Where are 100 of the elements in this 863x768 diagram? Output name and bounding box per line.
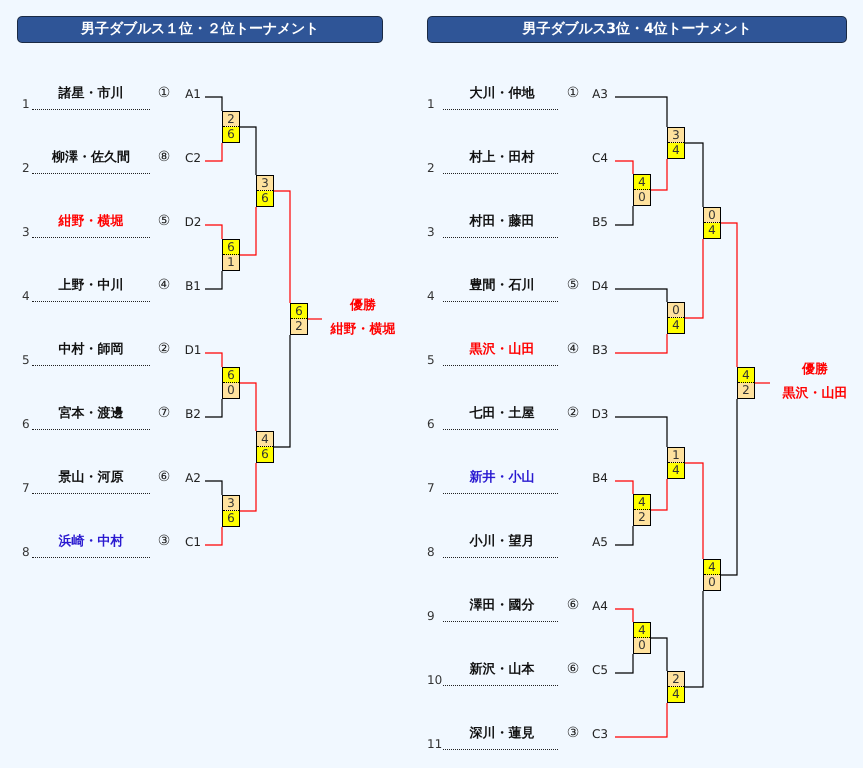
score-cell: 6 xyxy=(223,511,239,526)
seed-number: ④ xyxy=(156,277,172,293)
row-number: 5 xyxy=(427,353,435,367)
bracket-line xyxy=(615,288,668,302)
player-name: 七田・土屋 xyxy=(468,406,536,422)
row-number: 3 xyxy=(427,225,435,239)
player-name: 村田・藤田 xyxy=(468,214,536,230)
draw-code: D3 xyxy=(590,406,610,422)
champion-label: 優勝 xyxy=(800,361,829,379)
bracket-line xyxy=(755,382,770,384)
title-banner: 男子ダブルス3位・4位トーナメント xyxy=(427,16,847,43)
score-cell: 4 xyxy=(668,143,684,158)
bracket-line xyxy=(240,126,257,175)
bracket-line xyxy=(615,703,668,738)
score-box xyxy=(667,302,685,334)
player-name: 紺野・横堀 xyxy=(57,214,124,230)
bracket-line xyxy=(205,480,223,495)
score-cell: 4 xyxy=(257,432,273,447)
champion-name: 黒沢・山田 xyxy=(782,385,848,403)
player-name: 新沢・山本 xyxy=(468,662,536,678)
row-number: 1 xyxy=(22,97,30,111)
score-box xyxy=(703,207,721,239)
score-box xyxy=(667,447,685,479)
bracket-line xyxy=(205,143,223,162)
score-cell: 3 xyxy=(257,176,273,191)
row-number: 5 xyxy=(22,353,30,367)
bracket-line xyxy=(615,96,668,127)
score-cell: 4 xyxy=(704,223,720,238)
draw-code: D4 xyxy=(590,278,610,294)
bracket-line xyxy=(615,160,634,174)
draw-code: A1 xyxy=(184,86,202,102)
row-number: 6 xyxy=(427,417,435,431)
seed-number: ③ xyxy=(156,533,172,549)
score-cell: 4 xyxy=(738,368,754,383)
seed-number: ⑤ xyxy=(566,277,580,293)
draw-code: C2 xyxy=(184,150,202,166)
bracket-line xyxy=(240,382,257,431)
player-name: 中村・師岡 xyxy=(58,342,124,358)
seed-number: ① xyxy=(566,85,580,101)
score-cell: 0 xyxy=(704,208,720,223)
score-box xyxy=(633,494,651,526)
draw-code: C3 xyxy=(590,726,609,742)
player-name: 澤田・國分 xyxy=(468,598,536,614)
seed-number: ⑧ xyxy=(156,149,172,165)
row-number: 11 xyxy=(427,737,442,751)
bracket-line xyxy=(685,239,704,319)
score-cell: 3 xyxy=(668,128,684,143)
score-box xyxy=(222,111,240,143)
player-name: 諸星・市川 xyxy=(57,86,124,102)
row-number: 7 xyxy=(22,481,30,495)
seed-number: ② xyxy=(156,341,172,357)
score-cell: 4 xyxy=(634,495,650,510)
seed-number: ⑦ xyxy=(156,405,172,421)
score-cell: 1 xyxy=(223,255,239,270)
score-cell: 0 xyxy=(634,190,650,205)
score-box xyxy=(633,174,651,206)
score-cell: 4 xyxy=(634,175,650,190)
bracket-line xyxy=(205,527,223,546)
score-box xyxy=(256,431,274,463)
player-name: 柳澤・佐久間 xyxy=(50,150,131,166)
bracket-line xyxy=(615,416,668,447)
score-box xyxy=(222,367,240,399)
score-cell: 4 xyxy=(668,318,684,333)
row-number: 10 xyxy=(427,673,442,687)
seed-number: ② xyxy=(566,405,580,421)
player-name: 豊間・石川 xyxy=(468,278,536,294)
score-cell: 0 xyxy=(704,575,720,590)
player-name: 浜崎・中村 xyxy=(58,534,124,550)
player-name: 深川・蓮見 xyxy=(468,726,536,742)
player-name: 村上・田村 xyxy=(468,150,536,166)
draw-code: A4 xyxy=(591,598,609,614)
row-number: 8 xyxy=(22,545,30,559)
bracket-line xyxy=(615,480,634,494)
bracket-line xyxy=(721,399,738,576)
bracket-line xyxy=(685,462,704,559)
seed-number: ⑥ xyxy=(156,469,172,485)
draw-code: B3 xyxy=(591,342,609,358)
score-box xyxy=(633,622,651,654)
score-cell: 2 xyxy=(291,319,307,334)
bracket-line xyxy=(205,224,223,239)
bracket-line xyxy=(240,207,257,256)
score-cell: 0 xyxy=(223,383,239,398)
bracket-line xyxy=(308,318,322,320)
row-number: 3 xyxy=(22,225,30,239)
bracket-line xyxy=(651,159,668,191)
bracket-line xyxy=(205,399,223,418)
score-cell: 4 xyxy=(634,623,650,638)
row-number: 8 xyxy=(427,545,435,559)
score-cell: 6 xyxy=(223,368,239,383)
bracket-line xyxy=(651,479,668,511)
player-name: 小川・望月 xyxy=(468,534,536,550)
seed-number: ⑥ xyxy=(566,597,580,613)
bracket-line xyxy=(615,334,668,354)
player-name: 宮本・渡邊 xyxy=(58,406,124,422)
draw-code: B4 xyxy=(591,470,609,486)
bracket-line xyxy=(205,96,223,111)
score-cell: 4 xyxy=(668,463,684,478)
seed-number: ① xyxy=(156,85,172,101)
title-banner: 男子ダブルス１位・２位トーナメント xyxy=(17,16,383,43)
score-box xyxy=(667,127,685,159)
